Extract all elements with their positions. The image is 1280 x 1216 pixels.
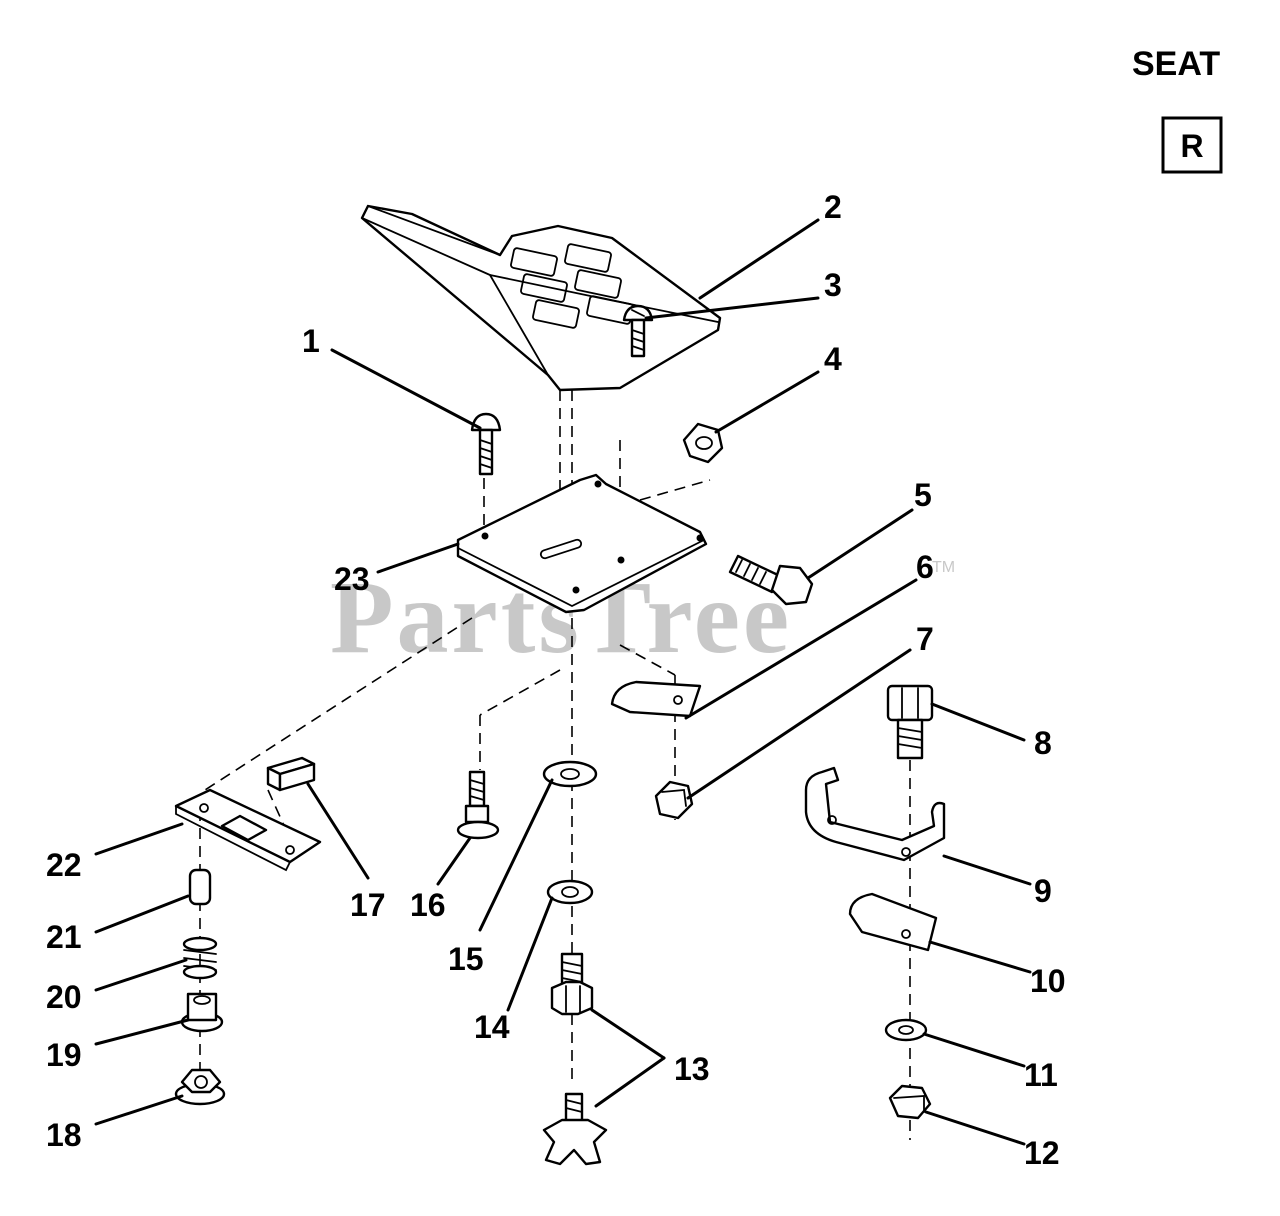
callout-5: 5 (914, 477, 932, 513)
watermark-trademark: TM (932, 559, 955, 576)
callout-19: 19 (46, 1037, 82, 1073)
lock-nut-12-part (888, 1084, 932, 1120)
flange-nut-18-part (174, 1068, 226, 1106)
lock-washer-14-part (546, 879, 594, 905)
washer-11-part (884, 1018, 928, 1042)
seat-vent-slots (510, 243, 634, 329)
carriage-bolt-part (470, 412, 502, 476)
callout-8: 8 (1034, 725, 1052, 761)
shoulder-bolt-part (728, 554, 814, 606)
callout-numbers: 1 2 3 4 5 6 7 8 9 10 11 12 13 14 15 16 1… (46, 189, 1066, 1171)
callout-11: 11 (1024, 1057, 1058, 1093)
plate-box (1161, 116, 1223, 174)
callout-16: 16 (410, 887, 446, 923)
seat-pan-part (456, 473, 708, 614)
callout-17: 17 (350, 887, 386, 923)
knob-13-part (542, 1092, 608, 1166)
callout-23: 23 (334, 561, 370, 597)
latch-plate-part (174, 788, 322, 872)
nut-part (682, 422, 724, 464)
hex-bolt-8-part (886, 684, 934, 760)
lock-nut-7-part (654, 780, 694, 820)
block-17-part (266, 756, 316, 792)
callout-6: 6 (916, 549, 934, 585)
callout-1: 1 (302, 323, 320, 359)
plate-letter: R (1180, 128, 1203, 164)
callout-2: 2 (824, 189, 842, 225)
shoulder-screw-16-part (456, 770, 500, 840)
callout-13: 13 (674, 1051, 710, 1087)
callout-12: 12 (1024, 1135, 1060, 1171)
callout-10: 10 (1030, 963, 1066, 999)
spring-20-part (182, 936, 218, 980)
pin-21-part (188, 868, 212, 906)
hex-bolt-13-part (550, 952, 594, 1016)
callout-14: 14 (474, 1009, 510, 1045)
callout-9: 9 (1034, 873, 1052, 909)
callout-7: 7 (916, 621, 934, 657)
leader-lines (94, 218, 1032, 1146)
callout-4: 4 (824, 341, 842, 377)
callout-20: 20 (46, 979, 82, 1015)
callout-18: 18 (46, 1117, 82, 1153)
bracket-9-part (804, 766, 946, 862)
callout-3: 3 (824, 267, 842, 303)
washer-15-part (542, 760, 598, 788)
diagram-title: SEAT (1132, 45, 1220, 83)
bushing-19-part (180, 992, 224, 1033)
callout-15: 15 (448, 941, 484, 977)
seat-part (360, 204, 722, 392)
callout-21: 21 (46, 919, 82, 955)
screw-part (622, 304, 654, 358)
clip-10-part (848, 892, 938, 952)
callout-22: 22 (46, 847, 82, 883)
clip-6-part (610, 680, 702, 718)
